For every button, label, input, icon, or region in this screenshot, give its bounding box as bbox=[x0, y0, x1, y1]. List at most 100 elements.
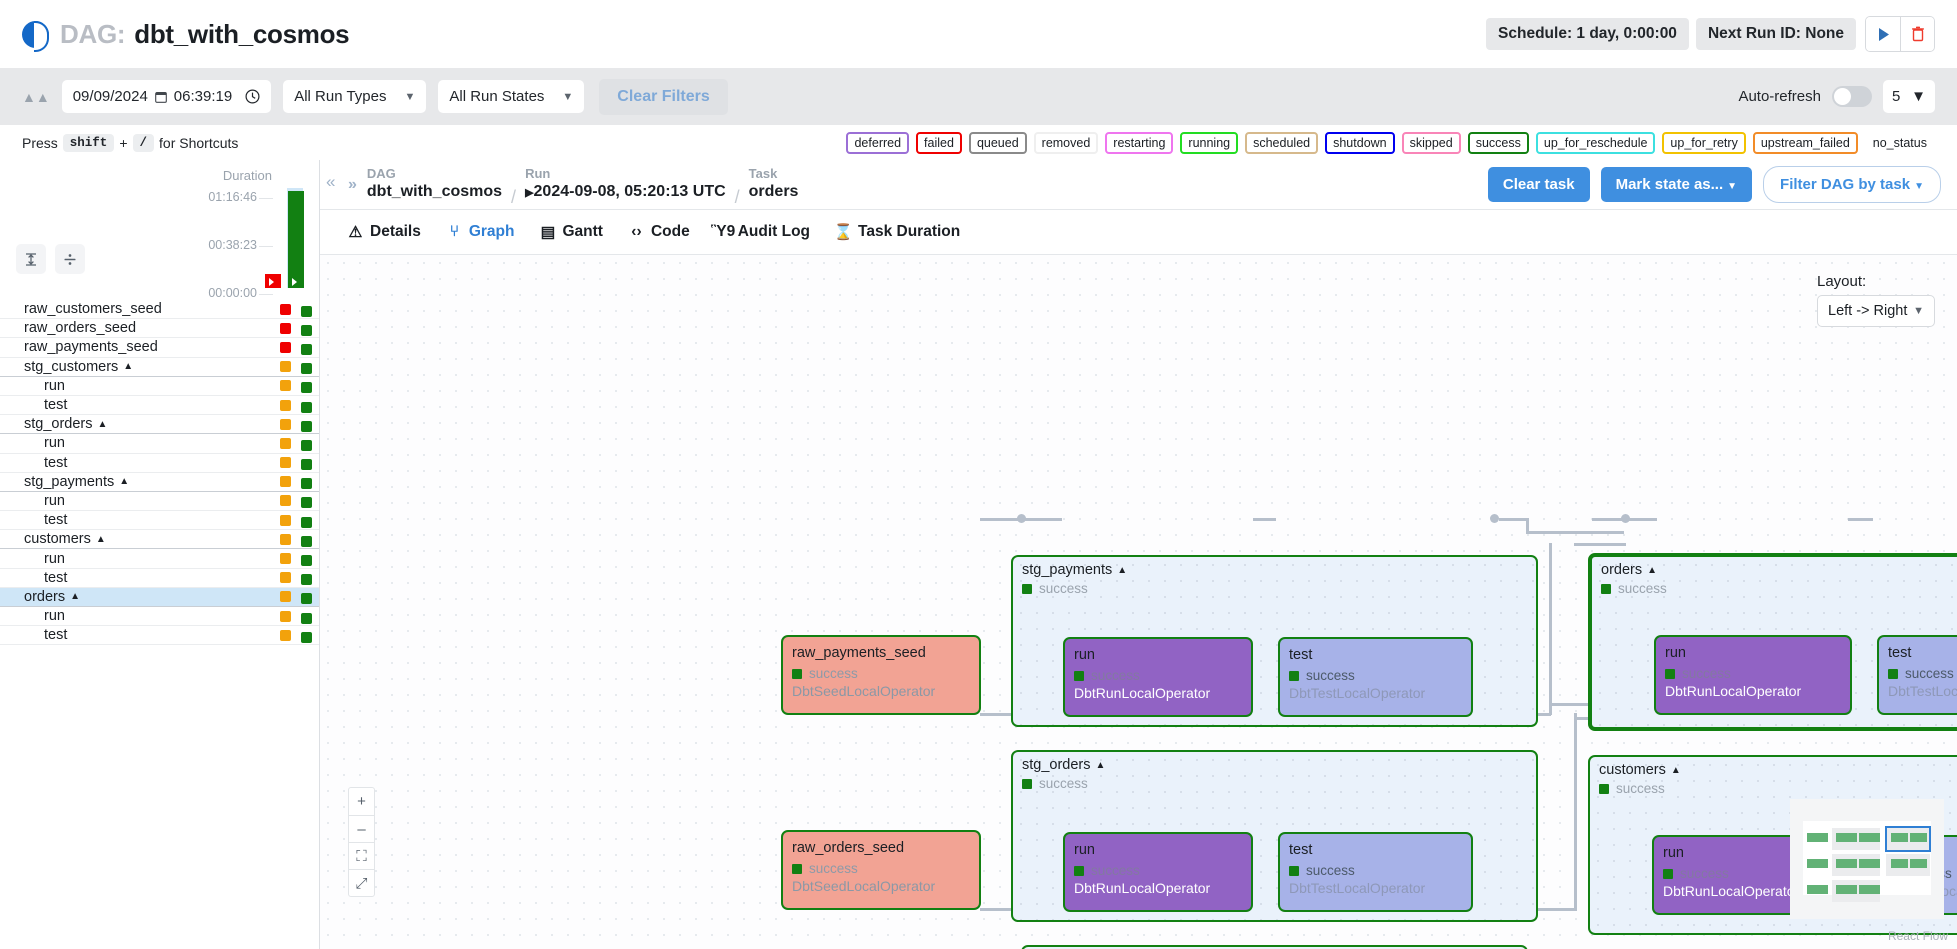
breadcrumb-run-value[interactable]: ▶2024-09-08, 05:20:13 UTC bbox=[525, 182, 726, 201]
status-badge-restarting[interactable]: restarting bbox=[1105, 131, 1174, 154]
run-state-select[interactable]: All Run States ▼ bbox=[438, 80, 585, 113]
task-list-row-run[interactable]: run bbox=[0, 549, 319, 569]
tab-code[interactable]: ‹›Code bbox=[629, 210, 689, 255]
chevron-up-icon[interactable]: ▲ bbox=[1095, 759, 1106, 771]
task-node-stg_orders-run[interactable]: run success DbtRunLocalOperator bbox=[1063, 832, 1253, 912]
status-square[interactable] bbox=[298, 361, 312, 375]
breadcrumb-task-value[interactable]: orders bbox=[748, 183, 799, 201]
refresh-interval-select[interactable]: 5 ▼ bbox=[1883, 80, 1935, 113]
task-node-orders-test[interactable]: test success DbtTestLocalOperator bbox=[1877, 635, 1957, 715]
tab-gantt[interactable]: ▤Gantt bbox=[541, 210, 603, 255]
task-group-stg_customers[interactable]: stg_customers ▲ success run success DbtR… bbox=[1021, 945, 1528, 949]
status-square[interactable] bbox=[298, 342, 312, 355]
fit-view-button[interactable]: ⛶ bbox=[349, 842, 374, 869]
status-badge-queued[interactable]: queued bbox=[968, 131, 1027, 154]
status-square[interactable] bbox=[298, 591, 312, 605]
clock-icon[interactable] bbox=[245, 89, 260, 104]
task-group-orders[interactable]: orders ▲ success run success DbtRunLocal… bbox=[1588, 553, 1957, 731]
clear-task-button[interactable]: Clear task bbox=[1487, 167, 1590, 202]
status-square[interactable] bbox=[298, 553, 312, 567]
failed-run-bar[interactable] bbox=[265, 274, 281, 288]
status-square[interactable] bbox=[280, 629, 291, 641]
chevron-up-icon[interactable]: ▲ bbox=[123, 361, 134, 373]
status-badge-failed[interactable]: failed bbox=[916, 131, 962, 154]
chevron-up-icon[interactable]: ▲ bbox=[70, 591, 81, 603]
task-list-row-raw_customers_seed[interactable]: raw_customers_seed bbox=[0, 300, 319, 320]
status-square[interactable] bbox=[298, 476, 312, 490]
task-list-row-stg_payments[interactable]: stg_payments▲ bbox=[0, 473, 319, 492]
chevron-up-icon[interactable]: ▲ bbox=[1670, 764, 1681, 776]
auto-refresh-toggle[interactable] bbox=[1832, 86, 1872, 107]
status-badge-up_for_retry[interactable]: up_for_retry bbox=[1662, 131, 1746, 154]
status-square[interactable] bbox=[298, 534, 312, 547]
status-badge-no_status[interactable]: no_status bbox=[1864, 131, 1935, 154]
task-list-row-run[interactable]: run bbox=[0, 607, 319, 627]
clear-filters-button[interactable]: Clear Filters bbox=[599, 78, 728, 115]
task-list-row-run[interactable]: run bbox=[0, 434, 319, 454]
status-square[interactable] bbox=[298, 400, 312, 413]
status-badge-shutdown[interactable]: shutdown bbox=[1325, 131, 1395, 154]
status-square[interactable] bbox=[298, 304, 312, 317]
task-list-row-raw_payments_seed[interactable]: raw_payments_seed bbox=[0, 338, 319, 358]
success-run-bar-column[interactable] bbox=[287, 188, 304, 288]
status-square[interactable] bbox=[280, 322, 291, 334]
task-list-row-orders[interactable]: orders▲ bbox=[0, 587, 319, 607]
task-node-raw_orders_seed[interactable]: raw_orders_seed success DbtSeedLocalOper… bbox=[781, 830, 981, 910]
task-list-row-run[interactable]: run bbox=[0, 377, 319, 396]
status-square[interactable] bbox=[298, 438, 312, 451]
status-square[interactable] bbox=[280, 553, 291, 565]
task-node-stg_orders-test[interactable]: test success DbtTestLocalOperator bbox=[1278, 832, 1473, 912]
status-badge-upstream_failed[interactable]: upstream_failed bbox=[1752, 131, 1858, 154]
mark-state-button[interactable]: Mark state as...▼ bbox=[1600, 167, 1753, 202]
status-square[interactable] bbox=[280, 572, 291, 584]
task-node-raw_payments_seed[interactable]: raw_payments_seed success DbtSeedLocalOp… bbox=[781, 635, 981, 715]
zoom-in-button[interactable]: + bbox=[357, 793, 366, 810]
collapse-filters-icon[interactable]: ▲▲ bbox=[22, 88, 50, 105]
task-list-row-test[interactable]: test bbox=[0, 454, 319, 473]
delete-dag-button[interactable] bbox=[1900, 17, 1934, 51]
zoom-out-button[interactable]: – bbox=[349, 815, 374, 842]
task-node-stg_payments-test[interactable]: test success DbtTestLocalOperator bbox=[1278, 637, 1473, 717]
tab-details[interactable]: ⚠Details bbox=[348, 210, 421, 255]
task-group-stg_orders[interactable]: stg_orders ▲ success run success DbtRunL… bbox=[1011, 750, 1538, 922]
task-list-row-raw_orders_seed[interactable]: raw_orders_seed bbox=[0, 319, 319, 339]
task-list-row-stg_orders[interactable]: stg_orders▲ bbox=[0, 415, 319, 435]
chevron-up-icon[interactable]: ▲ bbox=[95, 533, 106, 545]
status-square[interactable] bbox=[298, 515, 312, 528]
status-square[interactable] bbox=[280, 399, 291, 411]
status-square[interactable] bbox=[280, 418, 291, 430]
status-square[interactable] bbox=[298, 380, 312, 394]
task-list-row-test[interactable]: test bbox=[0, 396, 319, 416]
status-square[interactable] bbox=[280, 495, 291, 507]
collapse-sidebar-icon[interactable]: « bbox=[326, 172, 336, 191]
trigger-dag-play-button[interactable] bbox=[1866, 17, 1900, 51]
task-list-row-test[interactable]: test bbox=[0, 569, 319, 588]
status-square[interactable] bbox=[280, 380, 291, 392]
task-list-row-test[interactable]: test bbox=[0, 511, 319, 531]
status-square[interactable] bbox=[280, 457, 291, 469]
status-square[interactable] bbox=[298, 611, 312, 624]
status-square[interactable] bbox=[280, 361, 291, 373]
status-square[interactable] bbox=[298, 419, 312, 432]
success-run-bar[interactable] bbox=[288, 191, 304, 288]
status-square[interactable] bbox=[298, 630, 312, 643]
layout-select[interactable]: Left -> Right ▼ bbox=[1817, 295, 1935, 327]
run-type-select[interactable]: All Run Types ▼ bbox=[283, 80, 427, 113]
graph-minimap[interactable] bbox=[1790, 799, 1944, 919]
toggle-duration-button[interactable] bbox=[16, 244, 46, 274]
lock-view-button[interactable]: ⤢ bbox=[349, 869, 374, 896]
status-square[interactable] bbox=[280, 437, 291, 449]
status-badge-scheduled[interactable]: scheduled bbox=[1245, 131, 1319, 154]
task-list-row-run[interactable]: run bbox=[0, 492, 319, 512]
status-badge-running[interactable]: running bbox=[1180, 131, 1239, 154]
chevron-up-icon[interactable]: ▲ bbox=[1647, 564, 1658, 576]
failed-run-bar-column[interactable] bbox=[265, 188, 281, 288]
toggle-group-button[interactable] bbox=[55, 244, 85, 274]
tab-task-duration[interactable]: ⌛Task Duration bbox=[834, 210, 960, 255]
status-square[interactable] bbox=[298, 572, 312, 586]
status-badge-removed[interactable]: removed bbox=[1033, 131, 1099, 154]
chevron-up-icon[interactable]: ▲ bbox=[97, 418, 108, 430]
status-badge-success[interactable]: success bbox=[1467, 131, 1529, 154]
status-square[interactable] bbox=[280, 533, 291, 545]
